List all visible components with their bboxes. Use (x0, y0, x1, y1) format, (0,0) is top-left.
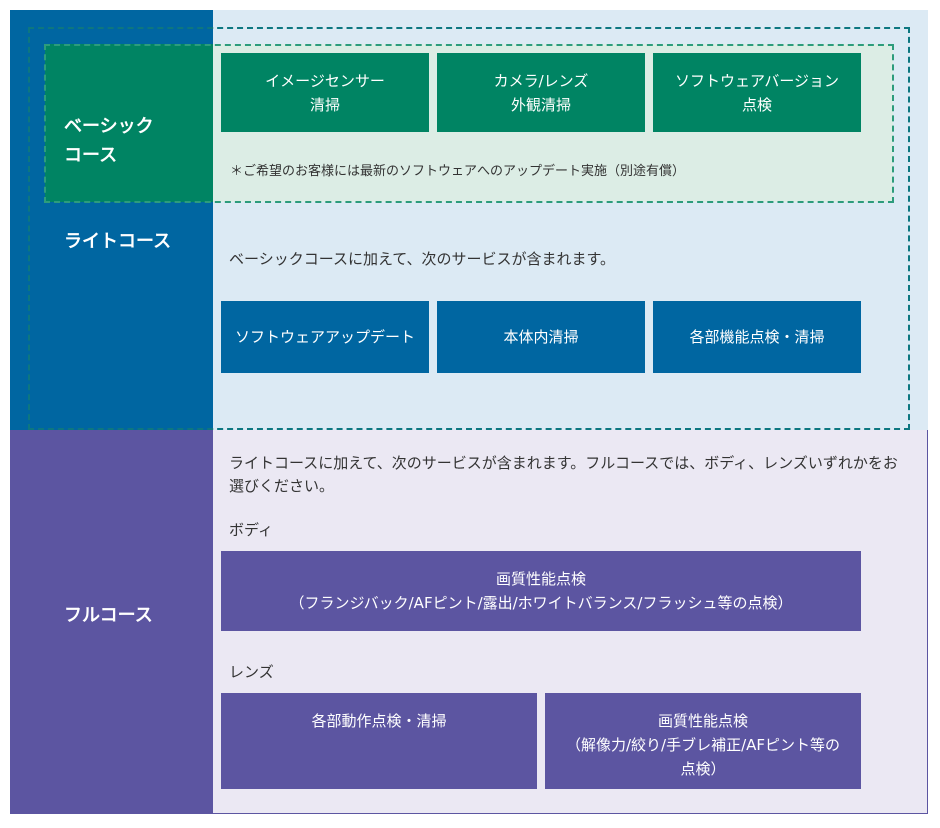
light-service-software-update: ソフトウェアアップデート (221, 301, 429, 373)
basic-course-sidebar (45, 44, 213, 202)
full-course-label: フルコース (64, 605, 153, 626)
basic-note: ＊ご希望のお客様には最新のソフトウェアへのアップデート実施（別途有償） (230, 164, 686, 179)
light-intro-text: ベーシックコースに加えて、次のサービスが含まれます。 (229, 250, 615, 268)
basic-course-dashed-outline (44, 44, 894, 203)
full-lens-heading: レンズ (229, 663, 274, 681)
basic-course-label: ベーシック コース (64, 116, 154, 166)
basic-service-exterior-cleaning: カメラ/レンズ 外観清掃 (437, 53, 645, 132)
full-lens-image-quality-check: 画質性能点検 （解像力/絞り/手ブレ補正/AFピント等の 点検） (545, 693, 861, 789)
light-service-function-check: 各部機能点検・清掃 (653, 301, 861, 373)
full-body-heading: ボディ (229, 521, 273, 539)
light-course-label: ライトコース (64, 231, 172, 252)
basic-service-software-version-check: ソフトウェアバージョン 点検 (653, 53, 861, 132)
full-intro-text: ライトコースに加えて、次のサービスが含まれます。フルコースでは、ボディ、レンズい… (229, 454, 898, 495)
basic-service-image-sensor-cleaning: イメージセンサー 清掃 (221, 53, 429, 132)
full-body-image-quality-check: 画質性能点検 （フランジバック/AFピント/露出/ホワイトバランス/フラッシュ等… (221, 551, 861, 631)
full-lens-operation-check: 各部動作点検・清掃 (221, 693, 537, 789)
light-service-internal-cleaning: 本体内清掃 (437, 301, 645, 373)
light-course-dashed-outline (28, 27, 910, 430)
